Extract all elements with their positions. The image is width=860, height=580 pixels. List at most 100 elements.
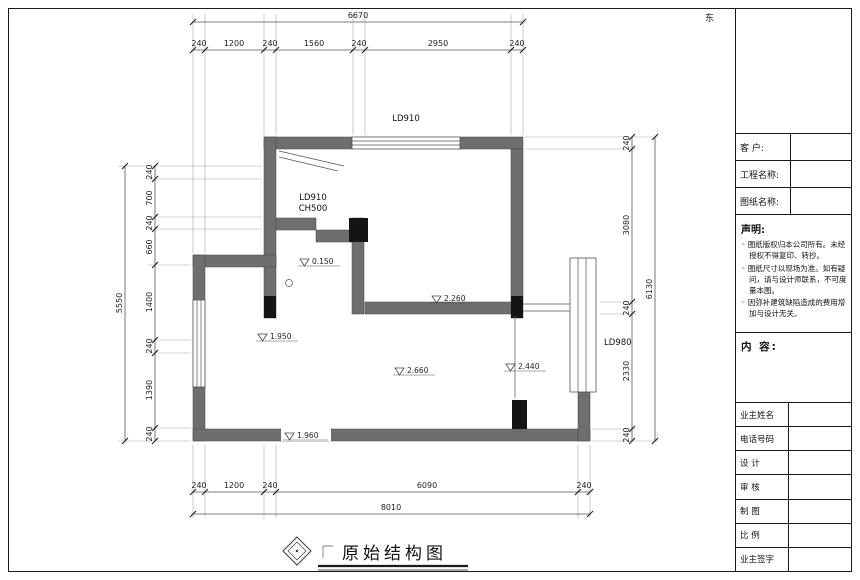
dim-bottom-seg: 6090 — [417, 481, 437, 490]
elevation-marker: 1.960 — [281, 428, 331, 441]
project-name-label: 工程名称: — [736, 161, 791, 187]
dim-left-seg: 1390 — [145, 380, 154, 400]
info-row-label: 业主姓名 — [736, 403, 789, 427]
dim-left-seg: 240 — [145, 164, 154, 179]
elevation-markers: 0.150 2.260 1.950 2.660 2.440 1.960 — [256, 257, 546, 441]
dim-bottom-seg: 1200 — [224, 481, 244, 490]
east-orientation-label: 东 — [705, 14, 715, 24]
dimension-right: 240 3080 240 2330 240 6130 — [622, 135, 654, 442]
elevation-value: 2.260 — [444, 294, 466, 303]
dim-left-seg: 240 — [145, 338, 154, 353]
drawing-title: 原始结构图 — [342, 544, 447, 564]
dimension-ticks — [121, 18, 659, 518]
extension-lines — [118, 14, 658, 518]
sheet-border — [8, 8, 852, 572]
info-row-label: 电话号码 — [736, 427, 789, 451]
window-right-label: LD980 — [604, 338, 632, 348]
info-row-label: 业主签字 — [736, 547, 789, 571]
wall-segment — [364, 301, 512, 315]
columns — [264, 218, 527, 429]
info-row-value-cell — [789, 475, 851, 498]
windows — [192, 136, 597, 393]
wall-segment — [510, 148, 524, 319]
dim-right-seg: 2330 — [622, 361, 631, 381]
dim-right-seg: 240 — [622, 427, 631, 442]
wall-segment — [192, 254, 277, 268]
drawing-name-value-cell — [791, 188, 851, 214]
drawing-title-group: 原始结构图 — [282, 536, 468, 571]
dim-right-seg: 240 — [622, 300, 631, 315]
statement-item: 图纸尺寸以现场为准。如有疑问，请与设计师联系，不可度量本图。 — [741, 264, 847, 297]
company-logo-icon — [282, 536, 312, 566]
dim-left-seg: 240 — [145, 426, 154, 441]
info-row-drafting: 制 图 — [736, 498, 851, 523]
dim-top-seg: 1200 — [224, 39, 244, 48]
elevation-value: 2.660 — [407, 366, 429, 375]
elevation-value: 1.950 — [270, 332, 292, 341]
company-logo-dot-icon — [295, 549, 299, 553]
info-rows: 业主姓名 电话号码 设 计 审 核 制 图 比 例 — [736, 402, 851, 571]
wall-segment — [459, 136, 524, 150]
statement-section: 声明: 图纸版权归本公司所有。未经授权不得复印、转抄。 图纸尺寸以现场为准。如有… — [736, 214, 851, 332]
floor-plan-canvas: 6670 240 1200 240 1560 240 2950 240 240 … — [115, 11, 659, 571]
elevation-marker: 0.150 — [298, 257, 340, 267]
elevation-marker: 2.260 — [430, 294, 472, 304]
title-block: 客 户: 工程名称: 图纸名称: 声明: 图纸版权归本公司所有。未经授权不得复印… — [735, 9, 851, 571]
elevation-value: 0.150 — [312, 257, 334, 266]
drawing-name-label: 图纸名称: — [736, 188, 791, 214]
info-row-review: 审 核 — [736, 474, 851, 499]
info-row-value-cell — [789, 548, 851, 571]
project-name-value-cell — [791, 161, 851, 187]
dim-left-seg: 700 — [145, 190, 154, 205]
customer-label: 客 户: — [736, 134, 791, 160]
info-row-label: 比 例 — [736, 523, 789, 547]
dim-top-seg: 240 — [509, 39, 524, 48]
wall-segment — [577, 391, 591, 442]
content-section: 内 容: — [736, 332, 851, 402]
dim-top-seg: 240 — [351, 39, 366, 48]
floor-drain-symbol — [285, 279, 293, 287]
info-row-value-cell — [789, 427, 851, 450]
dim-bottom-seg: 240 — [576, 481, 591, 490]
dimension-lines — [124, 21, 656, 515]
elevation-marker: 2.440 — [504, 362, 546, 372]
wall-segment — [192, 428, 591, 442]
room-label-line2: CH500 — [299, 204, 328, 214]
info-row-value-cell — [789, 524, 851, 547]
statement-label: 声明: — [741, 225, 765, 236]
walls — [192, 136, 591, 442]
dim-top-overall: 6670 — [348, 11, 368, 20]
dim-right-seg: 3080 — [622, 215, 631, 235]
window-left — [192, 299, 206, 388]
info-row-owner-name: 业主姓名 — [736, 402, 851, 427]
title-corner-mark-icon — [322, 545, 333, 558]
company-logo-inner-icon — [287, 541, 307, 561]
dim-top-seg: 2950 — [428, 39, 448, 48]
statement-item: 图纸版权归本公司所有。未经授权不得复印、转抄。 — [741, 240, 847, 262]
dim-top-seg: 1560 — [304, 39, 324, 48]
elevation-value: 1.960 — [297, 431, 319, 440]
customer-row: 客 户: — [736, 133, 851, 160]
dimension-left: 240 700 240 660 1400 240 1390 240 5550 — [115, 164, 154, 441]
elevation-value: 2.440 — [518, 362, 540, 371]
info-row-design: 设 计 — [736, 450, 851, 475]
project-name-row: 工程名称: — [736, 160, 851, 187]
dim-top-seg: 240 — [191, 39, 206, 48]
dim-bottom-seg: 240 — [262, 481, 277, 490]
window-right-ld980 — [569, 257, 597, 393]
title-block-blank — [736, 9, 851, 133]
dim-right-overall: 6130 — [645, 279, 654, 299]
window-top-ld910 — [351, 136, 461, 150]
dim-top-seg: 240 — [262, 39, 277, 48]
dim-left-seg: 240 — [145, 215, 154, 230]
info-row-label: 制 图 — [736, 499, 789, 523]
elevation-marker: 1.950 — [256, 332, 298, 342]
dim-right-seg: 240 — [622, 135, 631, 150]
dimension-top: 6670 240 1200 240 1560 240 2950 240 — [191, 11, 524, 48]
plan-details — [278, 150, 570, 398]
info-row-phone: 电话号码 — [736, 426, 851, 451]
wall-segment — [275, 217, 317, 231]
dim-left-overall: 5550 — [115, 293, 124, 313]
column — [512, 400, 527, 429]
